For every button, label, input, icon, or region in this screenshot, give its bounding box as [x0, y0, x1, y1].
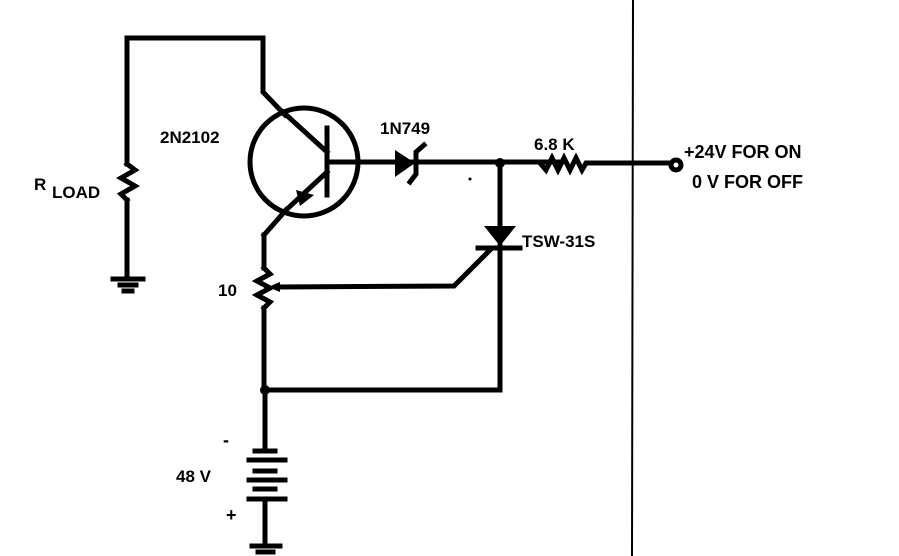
wire-load-top	[124, 35, 289, 167]
battery-neg-sign: -	[223, 430, 229, 450]
page-divider	[631, 0, 634, 556]
load-label-sub: LOAD	[52, 183, 100, 202]
series-resistor-6-8k	[536, 152, 673, 176]
scr-label: TSW-31S	[522, 232, 595, 251]
input-terminal	[668, 157, 684, 173]
stray-dot	[468, 177, 472, 181]
input-label-off: 0 V FOR OFF	[692, 172, 803, 192]
zener-label: 1N749	[380, 119, 430, 138]
battery-48v	[246, 448, 288, 548]
potentiometer-label: 10	[218, 281, 237, 300]
ground-symbol-load	[110, 276, 146, 294]
scr-tsw-31s	[277, 160, 523, 393]
battery-label: 48 V	[176, 467, 212, 486]
load-resistor	[115, 160, 141, 204]
input-label-on: +24V FOR ON	[684, 142, 802, 162]
load-label-r: R	[34, 175, 46, 194]
battery-pos-sign: +	[226, 505, 237, 525]
zener-diode-1n749	[375, 141, 563, 186]
potentiometer-10	[251, 264, 280, 393]
transistor-label: 2N2102	[160, 128, 220, 147]
transistor-2n2102	[247, 105, 381, 271]
ground-symbol-battery	[249, 543, 283, 555]
series-resistor-label: 6.8 K	[534, 135, 575, 154]
